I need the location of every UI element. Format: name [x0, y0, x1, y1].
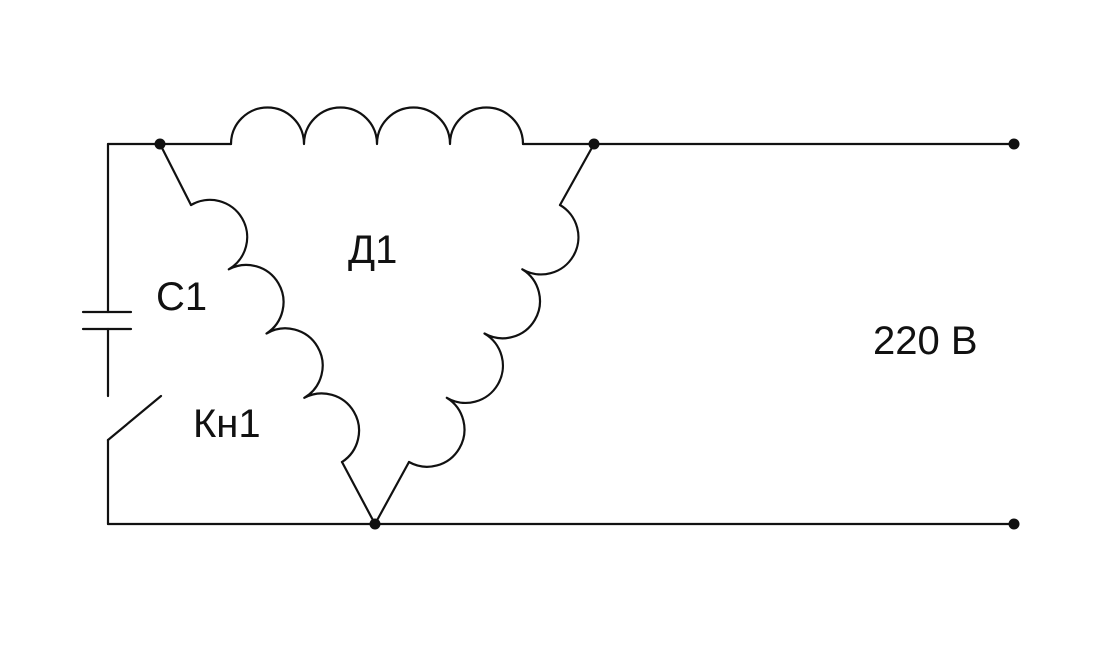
junction-dot — [588, 138, 600, 150]
voltage-label: 220 В — [873, 319, 978, 363]
junction-dot — [154, 138, 166, 150]
capacitor-label: С1 — [156, 275, 207, 319]
terminal-dot — [1008, 138, 1020, 150]
motor-winding-right — [407, 203, 580, 468]
winding-lead — [558, 142, 596, 207]
winding-lead — [373, 460, 411, 526]
winding-lead — [340, 460, 377, 526]
winding-lead — [158, 142, 193, 207]
motor-winding-top — [229, 106, 525, 146]
junction-dot — [369, 518, 381, 530]
button-label: Кн1 — [193, 402, 261, 446]
motor-winding-left — [189, 198, 361, 464]
push-button-contact[interactable] — [106, 394, 163, 442]
terminal-dot — [1008, 518, 1020, 530]
motor-label: Д1 — [348, 228, 397, 272]
